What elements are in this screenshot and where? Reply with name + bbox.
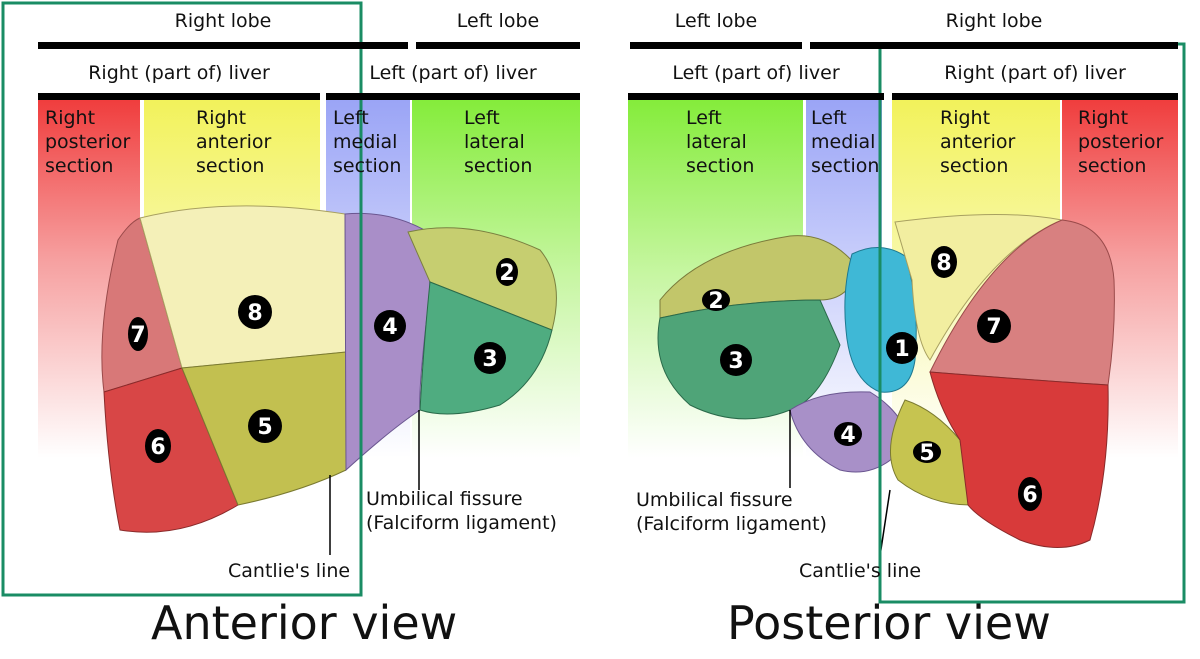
posterior-cantlie-line-label: Cantlie's line [799, 560, 922, 582]
segment-marker [931, 246, 957, 278]
anterior-left-lobe-bar [416, 42, 580, 49]
segment-number: 4 [840, 423, 855, 448]
posterior-right-liver-label: Right (part of) liver [944, 62, 1126, 84]
anterior-section-left-medial: Left medial section [333, 107, 402, 177]
anterior-right-lobe-bar [38, 42, 408, 49]
segment-marker [496, 258, 518, 286]
segment-number: 2 [708, 289, 723, 314]
posterior-left-lobe-label: Left lobe [674, 10, 758, 32]
right-liver-highlight-anterior [1, 1, 363, 597]
cantlie-leader-posterior [879, 489, 891, 557]
segment-marker [374, 310, 406, 342]
segment-number: 2 [499, 261, 514, 286]
posterior-left-liver-bar [628, 93, 884, 100]
anterior-view-caption: Anterior view [151, 596, 458, 650]
segment-marker [474, 342, 506, 374]
segment-number: 3 [728, 349, 743, 374]
anterior-left-liver-label: Left (part of) liver [369, 62, 537, 84]
posterior-left-liver-label: Left (part of) liver [672, 62, 840, 84]
anterior-umbilical-fissure-label: Umbilical fissure (Falciform ligament) [366, 488, 557, 534]
segment-marker [128, 317, 148, 351]
segment-number: 6 [1022, 483, 1037, 508]
segment-marker [913, 441, 941, 463]
segment-marker [238, 295, 272, 329]
anterior-right-liver-bar [38, 93, 320, 100]
segment-marker [145, 429, 171, 463]
segment-number: 6 [150, 435, 165, 460]
segment-marker [886, 332, 918, 364]
segment-number: 8 [936, 251, 951, 276]
segment-number: 5 [257, 415, 272, 440]
anterior-right-liver-label: Right (part of) liver [88, 62, 270, 84]
segment-number: 4 [382, 315, 397, 340]
segment-number: 1 [894, 337, 909, 362]
anterior-segment-markers: 7 8 6 5 4 2 3 [128, 258, 518, 463]
posterior-right-liver-bar [892, 93, 1178, 100]
segment-number: 7 [986, 315, 1001, 340]
posterior-view-caption: Posterior view [727, 596, 1051, 650]
posterior-segment-markers: 2 3 1 8 7 4 5 6 [702, 246, 1042, 511]
posterior-section-right-anterior: Right anterior section [940, 107, 1016, 177]
posterior-right-lobe-bar [810, 42, 1178, 49]
segment-marker [720, 344, 752, 376]
anterior-right-lobe-label: Right lobe [174, 10, 272, 32]
anterior-section-left-lateral: Left lateral section [464, 107, 533, 177]
segment-number: 3 [482, 347, 497, 372]
posterior-section-right-posterior: Right posterior section [1078, 107, 1164, 177]
segment-marker [977, 309, 1011, 343]
anterior-cantlie-line-label: Cantlie's line [228, 560, 351, 582]
segment-marker [248, 409, 282, 443]
posterior-section-left-lateral: Left lateral section [686, 107, 755, 177]
segment-marker [1018, 477, 1042, 511]
posterior-section-left-medial: Left medial section [811, 107, 880, 177]
segment-number: 7 [130, 323, 145, 348]
posterior-right-lobe-label: Right lobe [945, 10, 1043, 32]
anterior-left-lobe-label: Left lobe [456, 10, 540, 32]
posterior-umbilical-fissure-label: Umbilical fissure (Falciform ligament) [636, 489, 827, 535]
anterior-liver [101, 205, 557, 533]
anterior-section-right-posterior: Right posterior section [45, 107, 131, 177]
segment-number: 8 [247, 301, 262, 326]
posterior-left-lobe-bar [630, 42, 802, 49]
anterior-left-liver-bar [326, 93, 580, 100]
segment-marker [702, 289, 730, 311]
segment-marker [834, 422, 862, 446]
anterior-section-right-anterior: Right anterior section [196, 107, 272, 177]
segment-number: 5 [919, 441, 934, 466]
